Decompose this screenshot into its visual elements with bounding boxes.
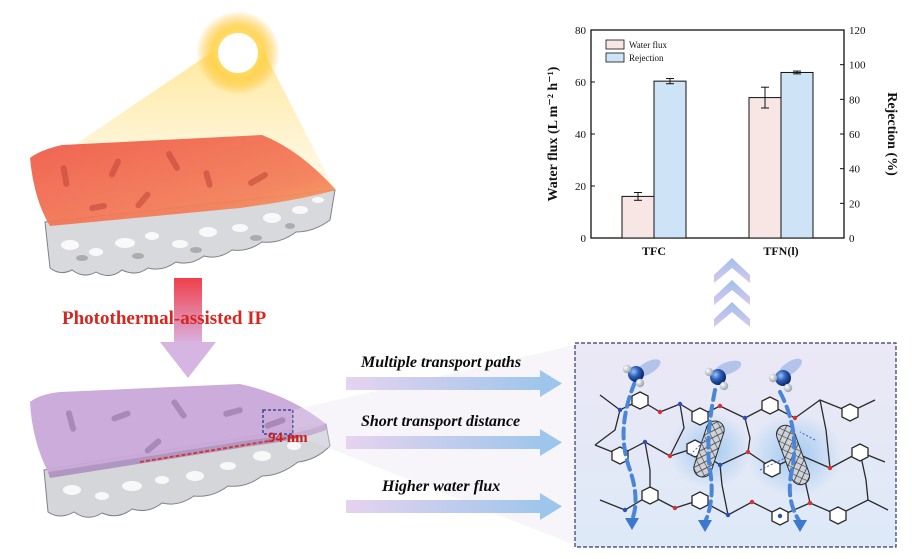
x-tick-label: TFN(l)	[763, 244, 798, 258]
y-tick-label-right: 60	[849, 129, 861, 141]
legend-swatch-water-flux	[605, 39, 625, 50]
y-tick-label-right: 40	[849, 164, 861, 176]
y-tick-label-right: 80	[849, 94, 861, 106]
bar-water-flux	[748, 97, 782, 239]
legend-label-rejection: Rejection	[629, 53, 664, 63]
bar-rejection	[780, 71, 814, 239]
molecular-transport-panel	[574, 342, 897, 548]
process-label: Photothermal-assisted IP	[62, 308, 267, 329]
y-axis-label-left: Water flux (L m⁻² h⁻¹)	[546, 66, 561, 201]
heated-membrane	[30, 135, 336, 276]
y-tick-label-left: 20	[575, 181, 587, 193]
y-axis-label-right: Rejection (%)	[884, 92, 899, 176]
y-tick-label-right: 0	[849, 233, 855, 245]
benefit-multiple-paths: Multiple transport paths	[361, 354, 522, 371]
benefit-higher-flux: Higher water flux	[382, 478, 501, 495]
benefit-short-distance: Short transport distance	[361, 413, 521, 430]
y-tick-label-right: 100	[849, 60, 866, 72]
bar-water-flux	[621, 195, 655, 239]
process-down-arrow	[160, 278, 216, 378]
benefit-arrows	[346, 370, 562, 520]
y-tick-label-right: 120	[849, 25, 866, 37]
y-tick-label-left: 60	[575, 77, 587, 89]
thickness-label: 94 nm	[268, 430, 308, 446]
y-tick-label-right: 20	[849, 198, 861, 210]
chart-legend: Water flux Rejection	[605, 39, 668, 63]
y-tick-label-left: 40	[575, 129, 587, 141]
up-chevrons	[714, 258, 750, 327]
x-tick-label: TFC	[642, 244, 666, 258]
legend-label-water-flux: Water flux	[629, 40, 668, 50]
y-tick-label-left: 0	[581, 233, 587, 245]
bar-rejection	[653, 80, 687, 239]
y-tick-label-left: 80	[575, 25, 587, 37]
legend-swatch-rejection	[605, 52, 625, 63]
